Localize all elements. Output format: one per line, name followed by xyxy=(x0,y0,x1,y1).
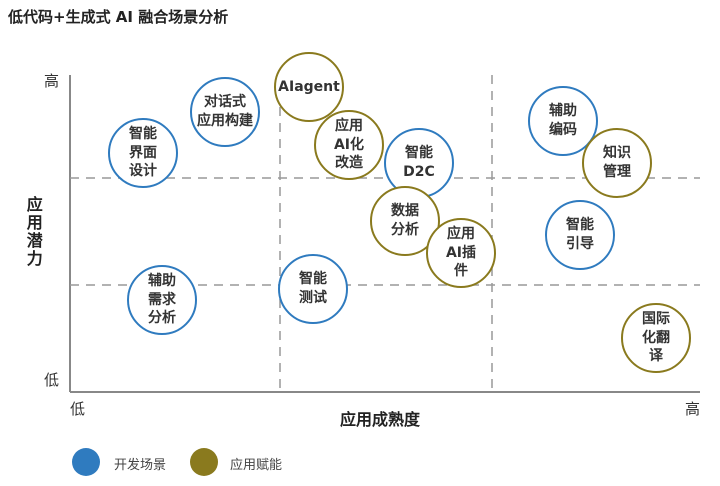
y-axis-low-label: 低 xyxy=(44,371,60,389)
node-i18n-translation: 国际 化翻 译 xyxy=(621,303,691,373)
legend-dev-swatch xyxy=(72,448,100,476)
node-smart-testing: 智能 测试 xyxy=(278,254,348,324)
x-axis-high-label: 高 xyxy=(685,400,701,418)
x-axis-title: 应用成熟度 xyxy=(340,410,421,429)
legend-dev-label: 开发场景 xyxy=(114,458,167,473)
node-app-ai-transform: 应用 AI化 改造 xyxy=(314,110,384,180)
x-axis-low-label: 低 xyxy=(70,400,86,418)
node-dialog-app-build: 对话式 应用构建 xyxy=(190,77,260,147)
diagram-title: 低代码+生成式 AI 融合场景分析 xyxy=(8,8,229,26)
node-assisted-req-analysis: 辅助 需求 分析 xyxy=(127,265,197,335)
y-axis-title: 应用潜力 xyxy=(23,196,43,268)
node-app-ai-plugin: 应用 AI插 件 xyxy=(426,218,496,288)
node-smart-guide: 智能 引导 xyxy=(545,200,615,270)
node-knowledge-mgmt: 知识 管理 xyxy=(582,128,652,198)
legend-app-label: 应用赋能 xyxy=(230,458,283,473)
legend-app-swatch xyxy=(190,448,218,476)
y-axis-high-label: 高 xyxy=(44,72,60,90)
node-aiagent: AIagent xyxy=(274,52,344,122)
node-smart-ui-design: 智能 界面 设计 xyxy=(108,118,178,188)
